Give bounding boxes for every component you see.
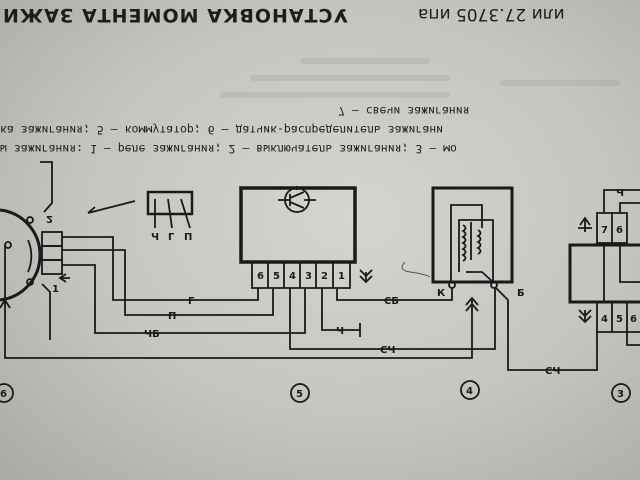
module-pin-label: 7 <box>601 225 608 236</box>
coil-terminal-b: Б <box>517 288 525 299</box>
wire-label: СБ <box>384 296 399 307</box>
wire-label: Ч <box>336 326 344 337</box>
wire-label: П <box>168 311 176 322</box>
commutator-pin-label: 2 <box>321 271 328 282</box>
bleed-through-text <box>500 80 620 86</box>
ignition-coil <box>401 186 514 289</box>
connector-label: Г <box>168 232 175 243</box>
distributor-terminal-label: 2 <box>46 213 53 224</box>
wire-label: Г <box>188 296 195 307</box>
commutator-pin-label: 4 <box>289 271 296 282</box>
wire-label: СЧ <box>380 345 395 356</box>
wire-label: СЧ <box>545 366 560 377</box>
module-pin-label: 6 <box>630 314 637 325</box>
figure-number: 4 <box>466 386 473 397</box>
wires <box>4 236 640 371</box>
sensor-connector <box>87 190 194 229</box>
wire-label: Ч <box>616 188 624 199</box>
module-pin-label: 4 <box>601 314 608 325</box>
connector-label: П <box>184 232 192 243</box>
bleed-through-text <box>250 75 450 81</box>
module-pin-label: 6 <box>616 225 623 236</box>
commutator-pin-label: 6 <box>257 271 264 282</box>
distributor-sensor: 2 1 <box>0 161 70 340</box>
coil-terminal-k: К <box>437 288 446 299</box>
commutator-pin-label: 5 <box>273 271 280 282</box>
commutator-pin-label: 3 <box>305 271 312 282</box>
figure-number: 3 <box>617 389 624 400</box>
bleed-through-text <box>220 92 450 98</box>
wire-label: ЧБ <box>144 329 160 340</box>
figure-number: 6 <box>0 389 7 400</box>
bleed-through-text <box>300 58 430 64</box>
figure-number: 5 <box>296 389 303 400</box>
figure-numbers <box>0 380 631 403</box>
distributor-terminal-label: 1 <box>52 284 59 295</box>
module-pin-label: 5 <box>616 314 623 325</box>
connector-label: Ч <box>151 232 159 243</box>
ignition-module <box>568 189 640 333</box>
commutator <box>239 186 373 289</box>
commutator-pin-label: 1 <box>338 271 345 282</box>
